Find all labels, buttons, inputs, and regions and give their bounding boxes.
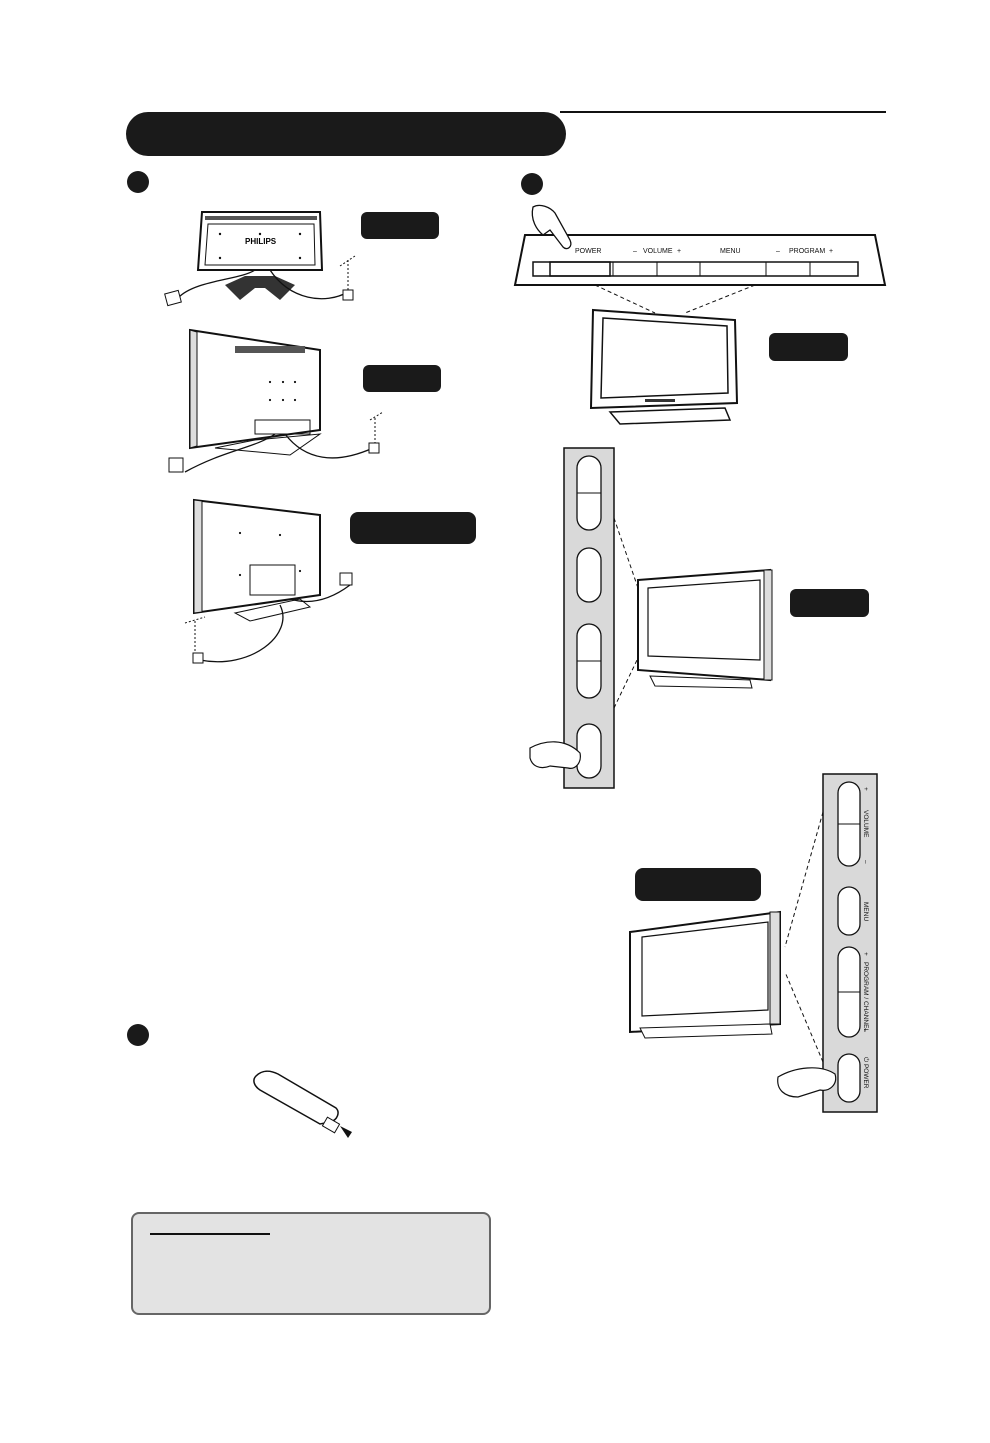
panel-program-label: PROGRAM xyxy=(789,248,825,255)
panel-volume-minus-label: – xyxy=(633,248,637,255)
side-volume-minus-label: – xyxy=(862,860,869,864)
info-note-box xyxy=(131,1212,491,1315)
side-power-label: ⏻ POWER xyxy=(862,1057,869,1089)
model-badge-4 xyxy=(769,333,848,361)
model-badge-5 xyxy=(790,589,869,617)
panel-program-plus-label: + xyxy=(829,248,833,255)
model-badge-2 xyxy=(363,365,441,392)
side-volume-label: VOLUME xyxy=(862,810,869,838)
control-panel-top: POWER – VOLUME + MENU – PROGRAM + xyxy=(513,204,887,314)
side-program-plus-label: + xyxy=(862,952,869,956)
remote-control-illustration xyxy=(253,1070,352,1138)
panel-menu-label: MENU xyxy=(720,248,741,255)
model-badge-6 xyxy=(635,868,761,901)
model-badge-3 xyxy=(350,512,476,544)
side-volume-plus-label: + xyxy=(862,787,869,791)
step-2-bullet xyxy=(521,173,543,195)
control-panel-side-2: + VOLUME – MENU + PROGRAM / CHANNEL – ⏻ … xyxy=(629,773,878,1113)
panel-volume-label: VOLUME xyxy=(643,248,673,255)
tv-rear-illustration-2 xyxy=(168,328,384,473)
header-rule xyxy=(560,111,886,113)
info-note-title-rule xyxy=(150,1233,270,1235)
side-program-minus-label: – xyxy=(862,1028,869,1032)
control-panel-side-1 xyxy=(529,447,773,789)
tv-front-illustration-1 xyxy=(589,308,739,425)
panel-volume-plus-label: + xyxy=(677,248,681,255)
side-menu-label: MENU xyxy=(862,902,869,921)
step-1-bullet xyxy=(127,171,149,193)
tv-rear-illustration-1: PHILIPS xyxy=(164,211,356,307)
panel-power-label: POWER xyxy=(575,248,601,255)
tv-logo-text: PHILIPS xyxy=(245,237,277,246)
step-3-bullet xyxy=(127,1024,149,1046)
tv-rear-illustration-3 xyxy=(184,498,353,664)
model-badge-1 xyxy=(361,212,439,239)
section-title-bar xyxy=(126,112,566,156)
panel-program-minus-label: – xyxy=(776,248,780,255)
side-program-channel-label: PROGRAM / CHANNEL xyxy=(862,962,869,1032)
